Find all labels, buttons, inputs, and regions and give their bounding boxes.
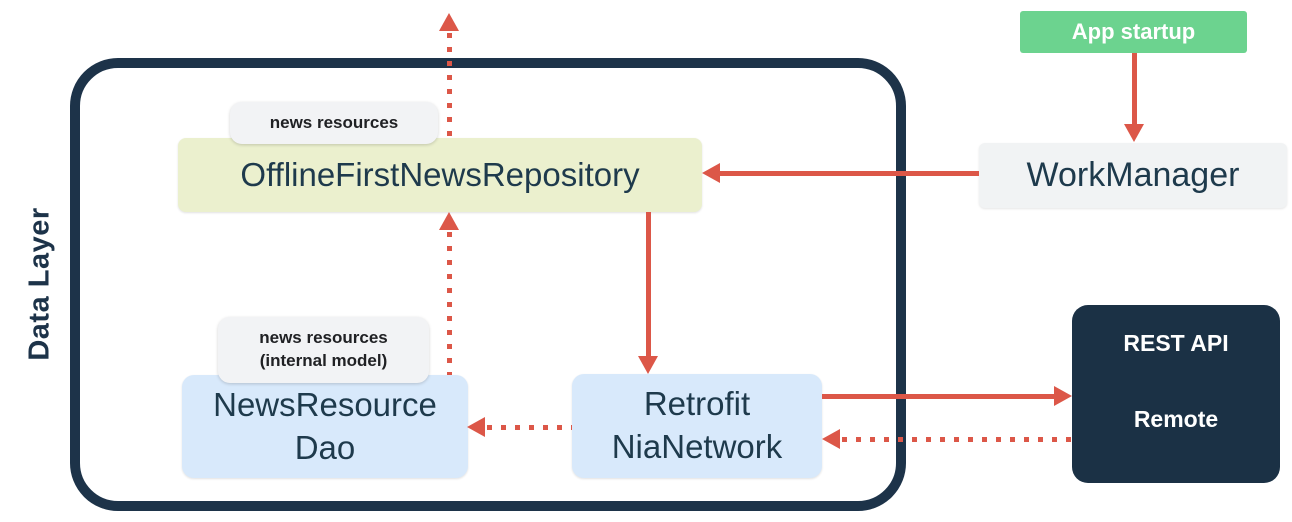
node-work-manager: WorkManager: [979, 143, 1287, 208]
dao-label-line1: NewsResource: [213, 385, 437, 423]
node-app-startup: App startup: [1020, 11, 1247, 53]
work-manager-label: WorkManager: [1026, 156, 1240, 195]
arrow-dao-to-repository-line: [447, 232, 452, 375]
remote-server-line2: server: [1141, 481, 1211, 508]
arrow-network-to-remote-head-icon: [1054, 386, 1072, 406]
arrow-remote-to-network-head-icon: [822, 429, 840, 449]
arrow-network-to-dao-line: [487, 425, 572, 430]
tag-news-resources: news resources: [230, 102, 438, 144]
dao-label-line2: Dao: [294, 428, 356, 466]
arrow-workmanager-to-repository-head-icon: [702, 163, 720, 183]
arrow-dao-to-repository-head-icon: [439, 212, 459, 230]
repository-label: OfflineFirstNewsRepository: [240, 155, 640, 193]
network-label-line1: Retrofit: [643, 385, 751, 423]
arrow-network-to-remote-line: [822, 394, 1055, 399]
app-startup-label: App startup: [1071, 19, 1196, 44]
tag-internal-model-line2: (internal model): [259, 351, 388, 370]
node-remote-server: REST API Remote server: [1072, 305, 1280, 508]
tag-internal-model-line1: news resources: [259, 328, 388, 348]
tag-news-resources-text: news resources: [269, 112, 399, 132]
arrow-network-to-dao-head-icon: [467, 417, 485, 437]
remote-server-line1: Remote: [1133, 405, 1219, 432]
arrow-remote-to-network-line: [842, 437, 1072, 442]
node-news-resource-dao: NewsResource Dao: [182, 375, 468, 478]
arrow-repository-to-network-line: [646, 212, 651, 357]
tag-news-resources-internal-model: news resources (internal model): [218, 317, 429, 383]
arrow-appstartup-to-workmanager-head-icon: [1124, 124, 1144, 142]
arrow-appstartup-to-workmanager-line: [1132, 53, 1137, 125]
node-offline-first-news-repository: OfflineFirstNewsRepository: [178, 138, 702, 212]
rest-api-label: REST API: [1123, 330, 1229, 356]
arrow-repository-to-ui-head-icon: [439, 13, 459, 31]
data-layer-group-label: Data Layer: [23, 207, 56, 361]
arrow-repository-to-network-head-icon: [638, 356, 658, 374]
network-label-line2: NiaNetwork: [611, 428, 783, 465]
node-retrofit-nia-network: Retrofit NiaNetwork: [572, 374, 822, 478]
arrow-repository-to-ui-line: [447, 33, 452, 138]
data-layer-container: [70, 58, 906, 511]
arrow-workmanager-to-repository-line: [719, 171, 979, 176]
